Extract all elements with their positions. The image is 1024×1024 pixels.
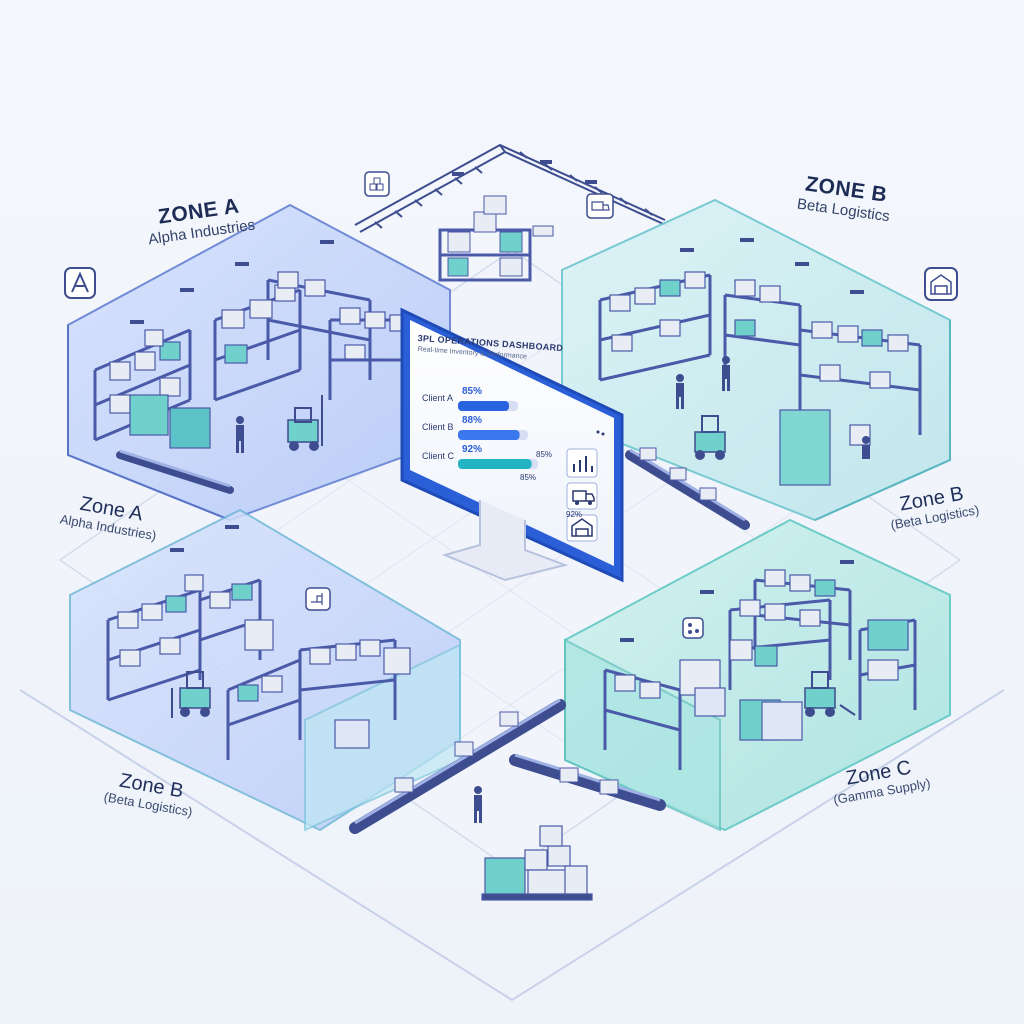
center-rack [438, 195, 554, 282]
bar-client-a [458, 401, 509, 411]
zone-b-forklift [694, 415, 726, 460]
client-a-right-pct: 85% [536, 450, 553, 459]
boxes-badge-icon [364, 171, 390, 197]
zone-b-lights [680, 238, 864, 294]
zone-c-boxes [614, 569, 909, 741]
dashboard-monitor [400, 307, 624, 583]
zone-c-lights [620, 560, 854, 642]
client-c-label: Client C [422, 451, 455, 461]
bar-client-c [458, 459, 532, 469]
bottom-pallet [481, 825, 593, 901]
zone-b-lower-boxes [117, 574, 411, 749]
forklift-badge-icon [305, 587, 331, 611]
client-c-right-pct: 92% [566, 510, 583, 519]
warehouse-badge-icon [924, 267, 958, 301]
zone-a-lights [130, 240, 334, 324]
center-conveyor-right [625, 447, 750, 530]
client-b-label: Client B [422, 422, 454, 432]
bottom-conveyor [349, 698, 666, 834]
zone-c-forklift [804, 671, 856, 717]
network-badge-icon [682, 617, 704, 639]
bar-chart-icon [566, 448, 598, 478]
truck-badge-icon [586, 193, 614, 219]
client-b-right-pct: 85% [520, 473, 537, 482]
zone-b-lower-forklift [171, 671, 211, 718]
floor-outline [19, 689, 1005, 1002]
zone-b-boxes [609, 271, 909, 486]
client-a-pct: 85% [462, 386, 483, 397]
client-c-pct: 92% [462, 444, 483, 455]
client-a-label: Client A [422, 393, 454, 403]
warehouse-icon [566, 514, 598, 542]
zone-a-badge-icon [64, 267, 96, 299]
zone-b-racks [598, 273, 922, 435]
bar-client-b [458, 430, 520, 440]
zone-a-conveyor [116, 449, 234, 494]
zone-a-forklift [287, 395, 323, 451]
bottom-worker [474, 786, 482, 823]
zone-b-workers [676, 356, 870, 459]
zone-a-boxes [109, 271, 411, 449]
zone-b-lower-lights [170, 525, 239, 552]
zone-a-worker [236, 416, 244, 453]
ceiling-lights [452, 160, 597, 184]
ceiling-truss [354, 143, 671, 233]
client-b-pct: 88% [462, 415, 483, 426]
